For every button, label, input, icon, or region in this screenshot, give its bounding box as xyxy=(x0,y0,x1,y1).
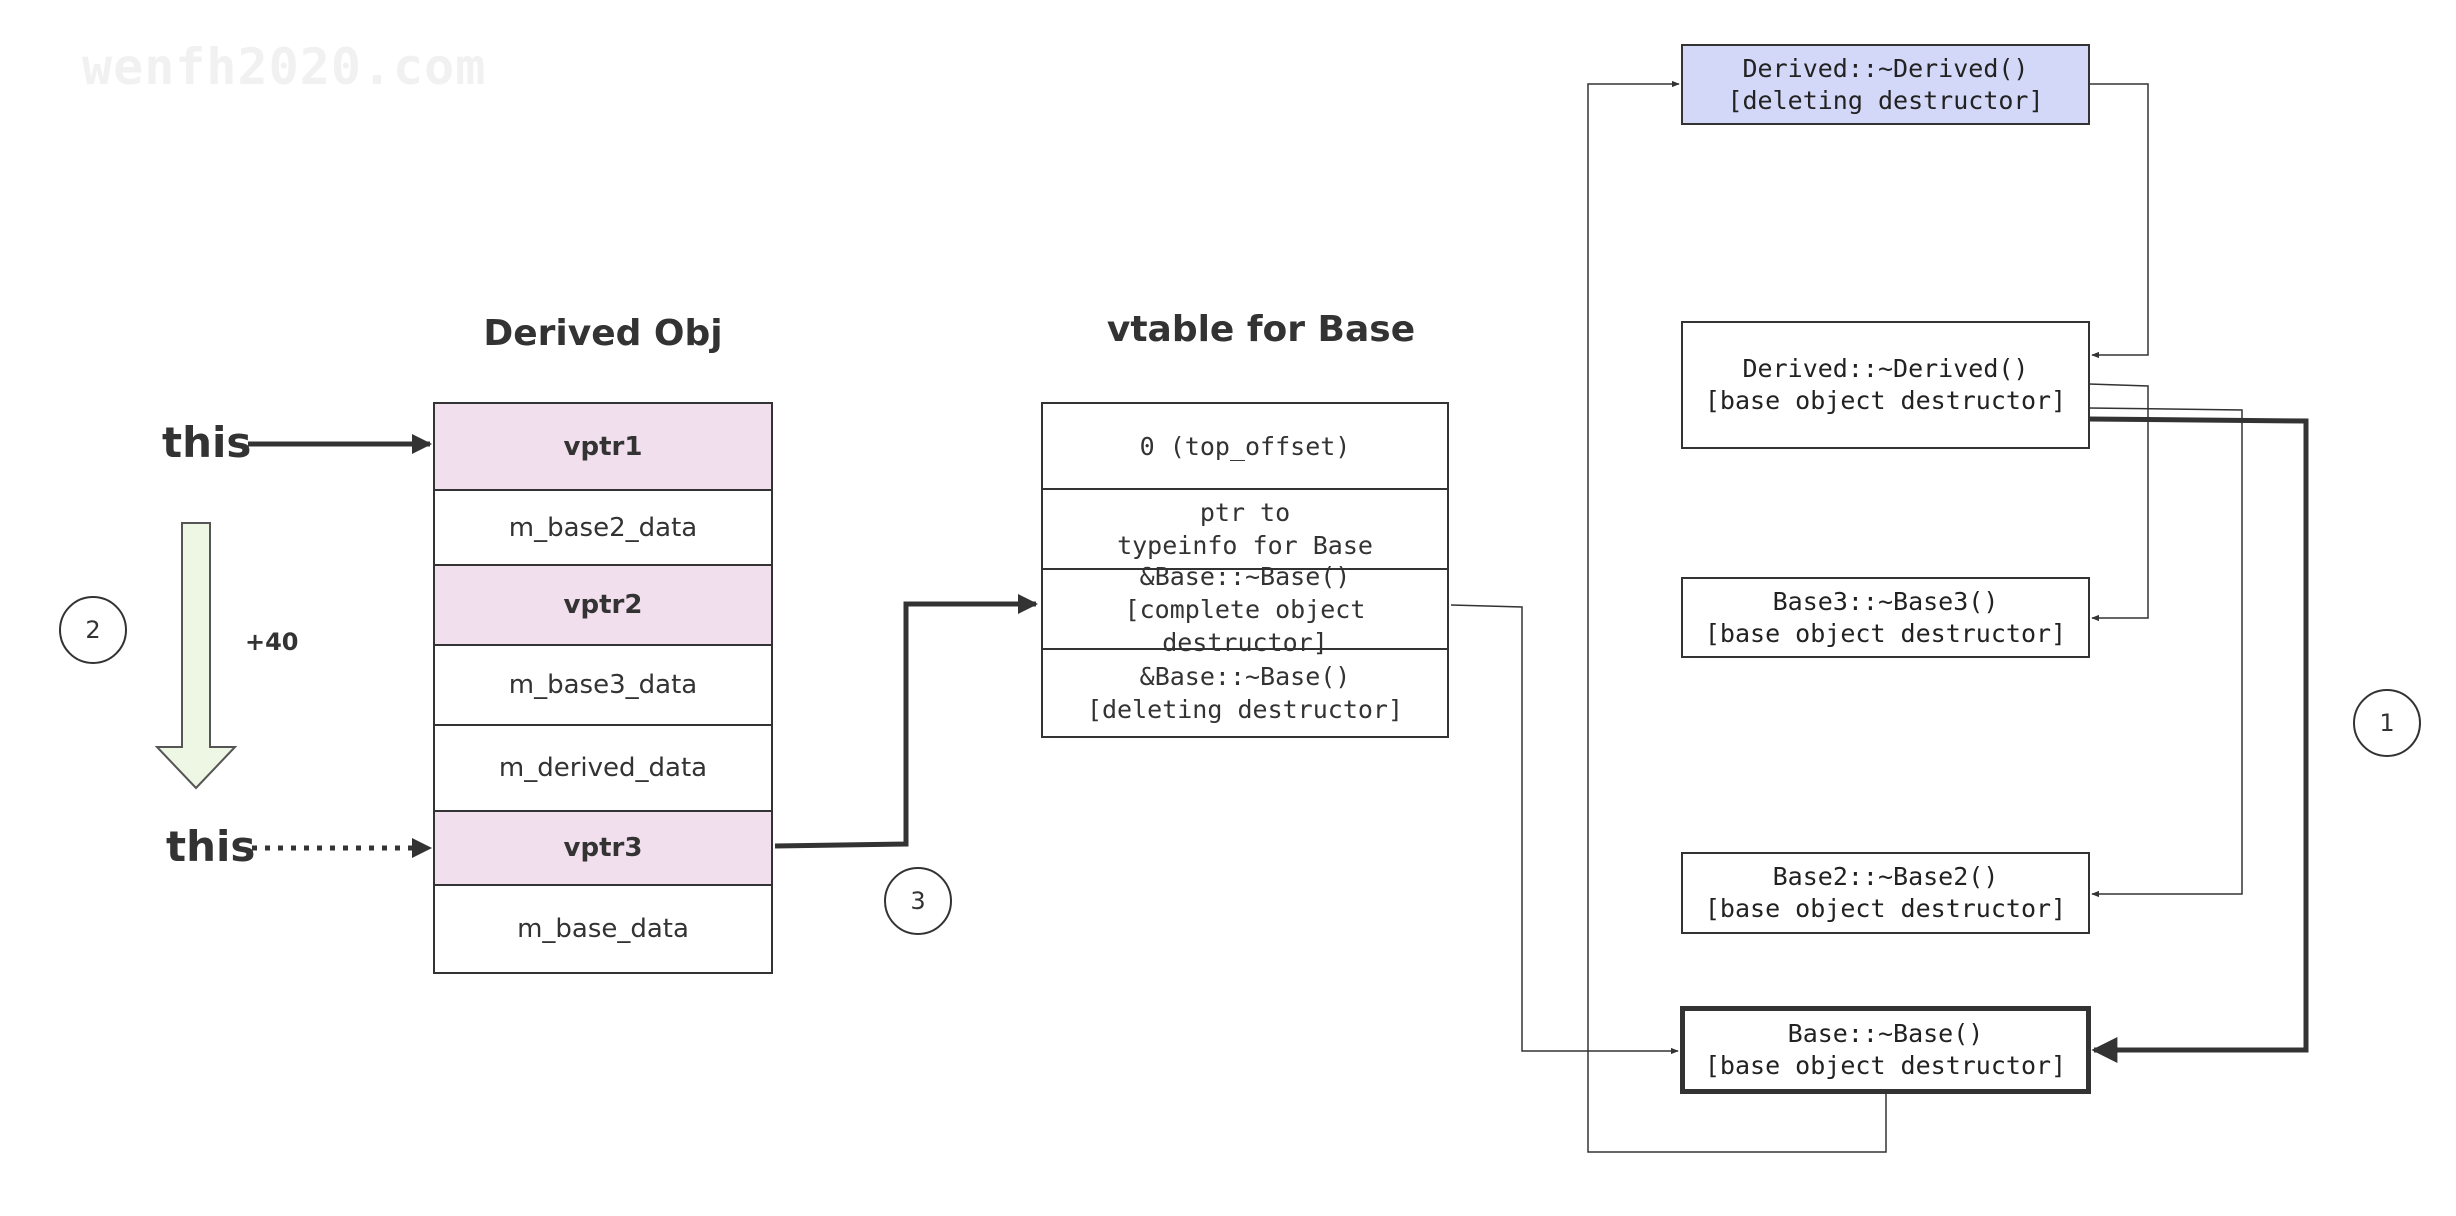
vtable-for-base: 0 (top_offset) ptr to typeinfo for Base … xyxy=(1041,402,1449,738)
vptr2-cell: vptr2 xyxy=(435,566,771,646)
step-2-circle: 2 xyxy=(59,596,127,664)
vtable-to-base-dtor-line xyxy=(1450,604,1679,1055)
derived-to-base3-line xyxy=(2088,383,2149,622)
vtable-complete-dtor-entry: &Base::~Base() [complete object destruct… xyxy=(1043,562,1447,657)
function-name: Derived::~Derived() xyxy=(1742,53,2029,83)
derived-deleting-dtor-box: Derived::~Derived() [deleting destructor… xyxy=(1681,44,2090,125)
function-kind: [base object destructor] xyxy=(1704,618,2067,648)
function-name: Derived::~Derived() xyxy=(1742,354,2029,383)
function-name: Base2::~Base2() xyxy=(1772,862,1999,891)
vtable-entry-text: &Base::~Base() xyxy=(1139,561,1351,591)
function-kind: [base object destructor] xyxy=(1704,894,2067,923)
vtable-entry-text: [deleting destructor] xyxy=(1086,695,1404,724)
vtable-top-offset-entry: 0 (top_offset) xyxy=(1043,404,1447,490)
function-name: Base3::~Base3() xyxy=(1772,586,1999,616)
function-kind: [base object destructor] xyxy=(1704,386,2067,415)
vtable-entry-text: ptr to xyxy=(1199,498,1291,527)
m-derived-data-cell: m_derived_data xyxy=(435,726,771,812)
derived-base-object-dtor-box: Derived::~Derived() [base object destruc… xyxy=(1681,321,2090,449)
vtable-entry-text: typeinfo for Base xyxy=(1117,531,1373,560)
derived-obj-layout: vptr1 m_base2_data vptr2 m_base3_data m_… xyxy=(433,402,773,974)
vtable-entry-text: 0 (top_offset) xyxy=(1139,431,1351,461)
vptr3-cell: vptr3 xyxy=(435,812,771,886)
function-kind: [deleting destructor] xyxy=(1727,85,2044,115)
offset-label: +40 xyxy=(245,628,299,656)
vtable-deleting-dtor-entry: &Base::~Base() [deleting destructor] xyxy=(1043,650,1447,736)
function-kind: [base object destructor] xyxy=(1704,1051,2067,1080)
m-base3-data-cell: m_base3_data xyxy=(435,646,771,726)
derived-to-base2-line xyxy=(2088,407,2243,898)
this-pointer-label-bottom: this xyxy=(166,822,256,871)
m-base2-data-cell: m_base2_data xyxy=(435,491,771,566)
vptr3-to-vtable-arrow xyxy=(774,594,1038,849)
derived-deleting-to-base-object-line xyxy=(2089,83,2149,359)
m-base-data-cell: m_base_data xyxy=(435,886,771,972)
vptr1-cell: vptr1 xyxy=(435,404,771,491)
vtable-entry-text: &Base::~Base() xyxy=(1139,662,1351,691)
step-1-circle: 1 xyxy=(2353,689,2421,757)
base-dtor-box: Base::~Base() [base object destructor] xyxy=(1680,1006,2091,1094)
base2-dtor-box: Base2::~Base2() [base object destructor] xyxy=(1681,852,2090,934)
vtable-title: vtable for Base xyxy=(1106,309,1416,350)
base-dtor-loop-line xyxy=(1587,80,1887,1153)
step-3-circle: 3 xyxy=(884,867,952,935)
vtable-typeinfo-entry: ptr to typeinfo for Base xyxy=(1043,490,1447,570)
watermark: wenfh2020.com xyxy=(82,38,487,96)
base3-dtor-box: Base3::~Base3() [base object destructor] xyxy=(1681,577,2090,658)
offset-arrow xyxy=(154,522,238,790)
vtable-entry-text: [complete object destructor] xyxy=(1124,594,1366,657)
derived-obj-title: Derived Obj xyxy=(483,313,723,354)
derived-to-base-dtor-bold-line xyxy=(2088,416,2309,1063)
function-name: Base::~Base() xyxy=(1787,1019,1984,1048)
this-pointer-label-top: this xyxy=(162,418,252,467)
